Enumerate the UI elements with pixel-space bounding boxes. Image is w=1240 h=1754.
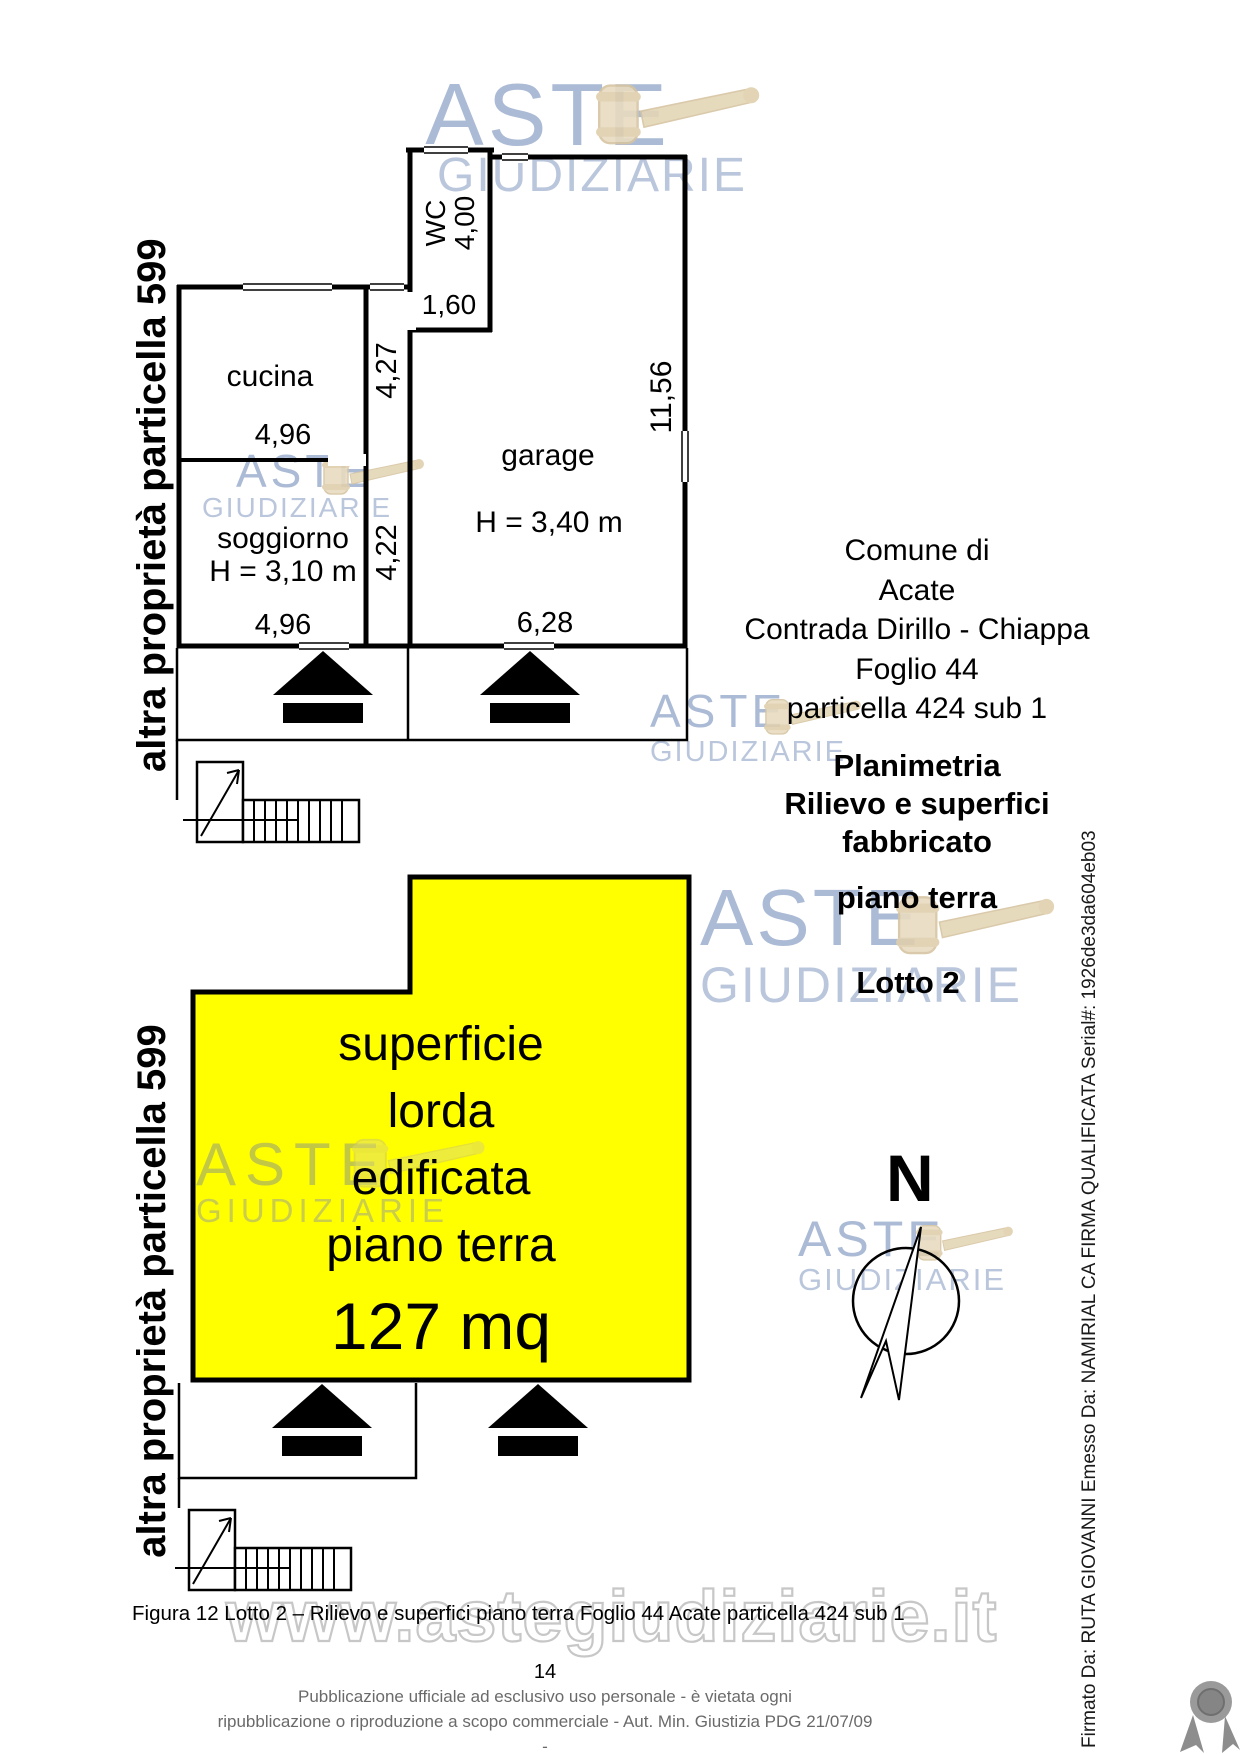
entrance-arrow-icon — [272, 1384, 372, 1456]
entrance-arrow-icon — [480, 651, 580, 723]
seal-icon — [1180, 1681, 1240, 1753]
bottom-porch — [177, 1383, 418, 1508]
stairs-icon — [181, 760, 361, 844]
stairs-icon — [173, 1508, 353, 1592]
entrance-arrow-icon — [273, 651, 373, 723]
entrance-arrow-icon — [488, 1384, 588, 1456]
watermark-aste-mid: ASTE — [650, 685, 787, 737]
top-plan-walls — [176, 147, 688, 649]
compass-icon — [851, 1226, 961, 1401]
top-porch — [175, 648, 689, 800]
watermark-giudiziarie-mid: GIUDIZIARIE — [650, 736, 847, 768]
watermark-aste-center: ASTE — [700, 873, 921, 962]
watermark-url: www.astegiudiziarie.it — [225, 1576, 998, 1658]
watermark-giudiziarie-soggiorno: GIUDIZIARIE — [202, 492, 393, 523]
top-plan-openings — [243, 144, 691, 652]
watermark-giudiziarie-center: GIUDIZIARIE — [700, 957, 1023, 1013]
gross-area-polygon — [190, 874, 692, 1383]
